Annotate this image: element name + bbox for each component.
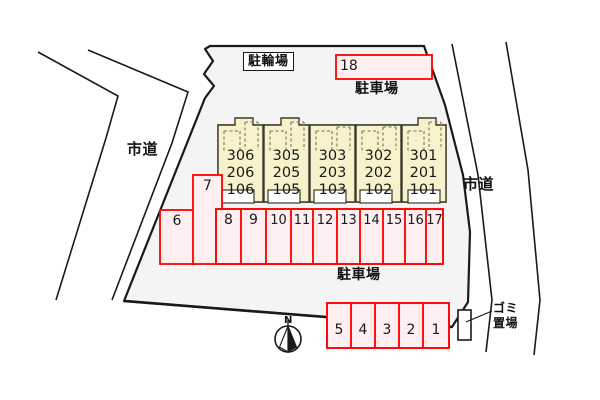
parking-number-6: 6 [172,213,182,229]
garbage-area-label-line2: 置場 [493,316,519,330]
unit-number-101: 101 [409,182,438,198]
parking-label-north: 駐車場 [355,81,399,97]
parking-space-6[interactable] [159,209,195,265]
road-label-east: 市道 [463,175,495,193]
parking-space-18[interactable] [335,54,433,80]
building-unit-302[interactable] [355,124,402,204]
parking-number-12: 12 [316,213,334,228]
parking-number-17: 17 [426,213,443,228]
parking-number-1: 1 [431,322,441,338]
parking-number-13: 13 [340,213,357,228]
parking-number-2: 2 [406,322,416,338]
unit-number-106: 106 [226,182,255,198]
building-unit-305[interactable] [263,117,310,204]
parking-number-8: 8 [224,212,233,228]
unit-number-306: 306 [226,148,255,164]
unit-number-203: 203 [318,165,347,181]
parking-space-17[interactable] [425,208,444,265]
parking-space-1[interactable] [422,302,450,349]
parking-number-3: 3 [382,322,392,338]
parking-number-16: 16 [407,213,424,228]
unit-number-301: 301 [409,148,438,164]
bicycle-parking-label: 駐輪場 [243,52,294,71]
unit-number-102: 102 [364,182,393,198]
compass-north-label: N [284,315,293,326]
unit-number-305: 305 [272,148,301,164]
unit-number-202: 202 [364,165,393,181]
unit-number-302: 302 [364,148,393,164]
road-west-lines [37,49,189,301]
parking-number-7: 7 [203,178,212,194]
parking-number-14: 14 [363,213,380,228]
unit-number-303: 303 [318,148,347,164]
building-unit-301[interactable] [401,117,447,204]
parking-number-11: 11 [293,213,311,228]
garbage-area-label-line1: ゴミ [493,301,519,315]
unit-number-205: 205 [272,165,301,181]
building-block [217,117,447,204]
building-unit-306[interactable] [217,117,264,204]
unit-number-103: 103 [318,182,347,198]
garbage-area-marker[interactable] [457,309,493,341]
parking-row-south [326,302,450,349]
parking-number-9: 9 [249,212,258,228]
parking-label-south: 駐車場 [337,267,381,283]
parking-row-mid [215,208,444,265]
parking-number-18: 18 [340,58,358,74]
road-east-lines [451,41,541,356]
compass-rose [274,320,302,353]
parking-number-4: 4 [358,322,368,338]
unit-number-105: 105 [272,182,301,198]
parking-number-15: 15 [385,213,403,228]
road-label-west: 市道 [127,140,159,158]
parking-number-5: 5 [334,322,344,338]
unit-number-201: 201 [409,165,438,181]
parking-number-10: 10 [270,213,287,228]
unit-number-206: 206 [226,165,255,181]
building-unit-303[interactable] [309,124,356,204]
